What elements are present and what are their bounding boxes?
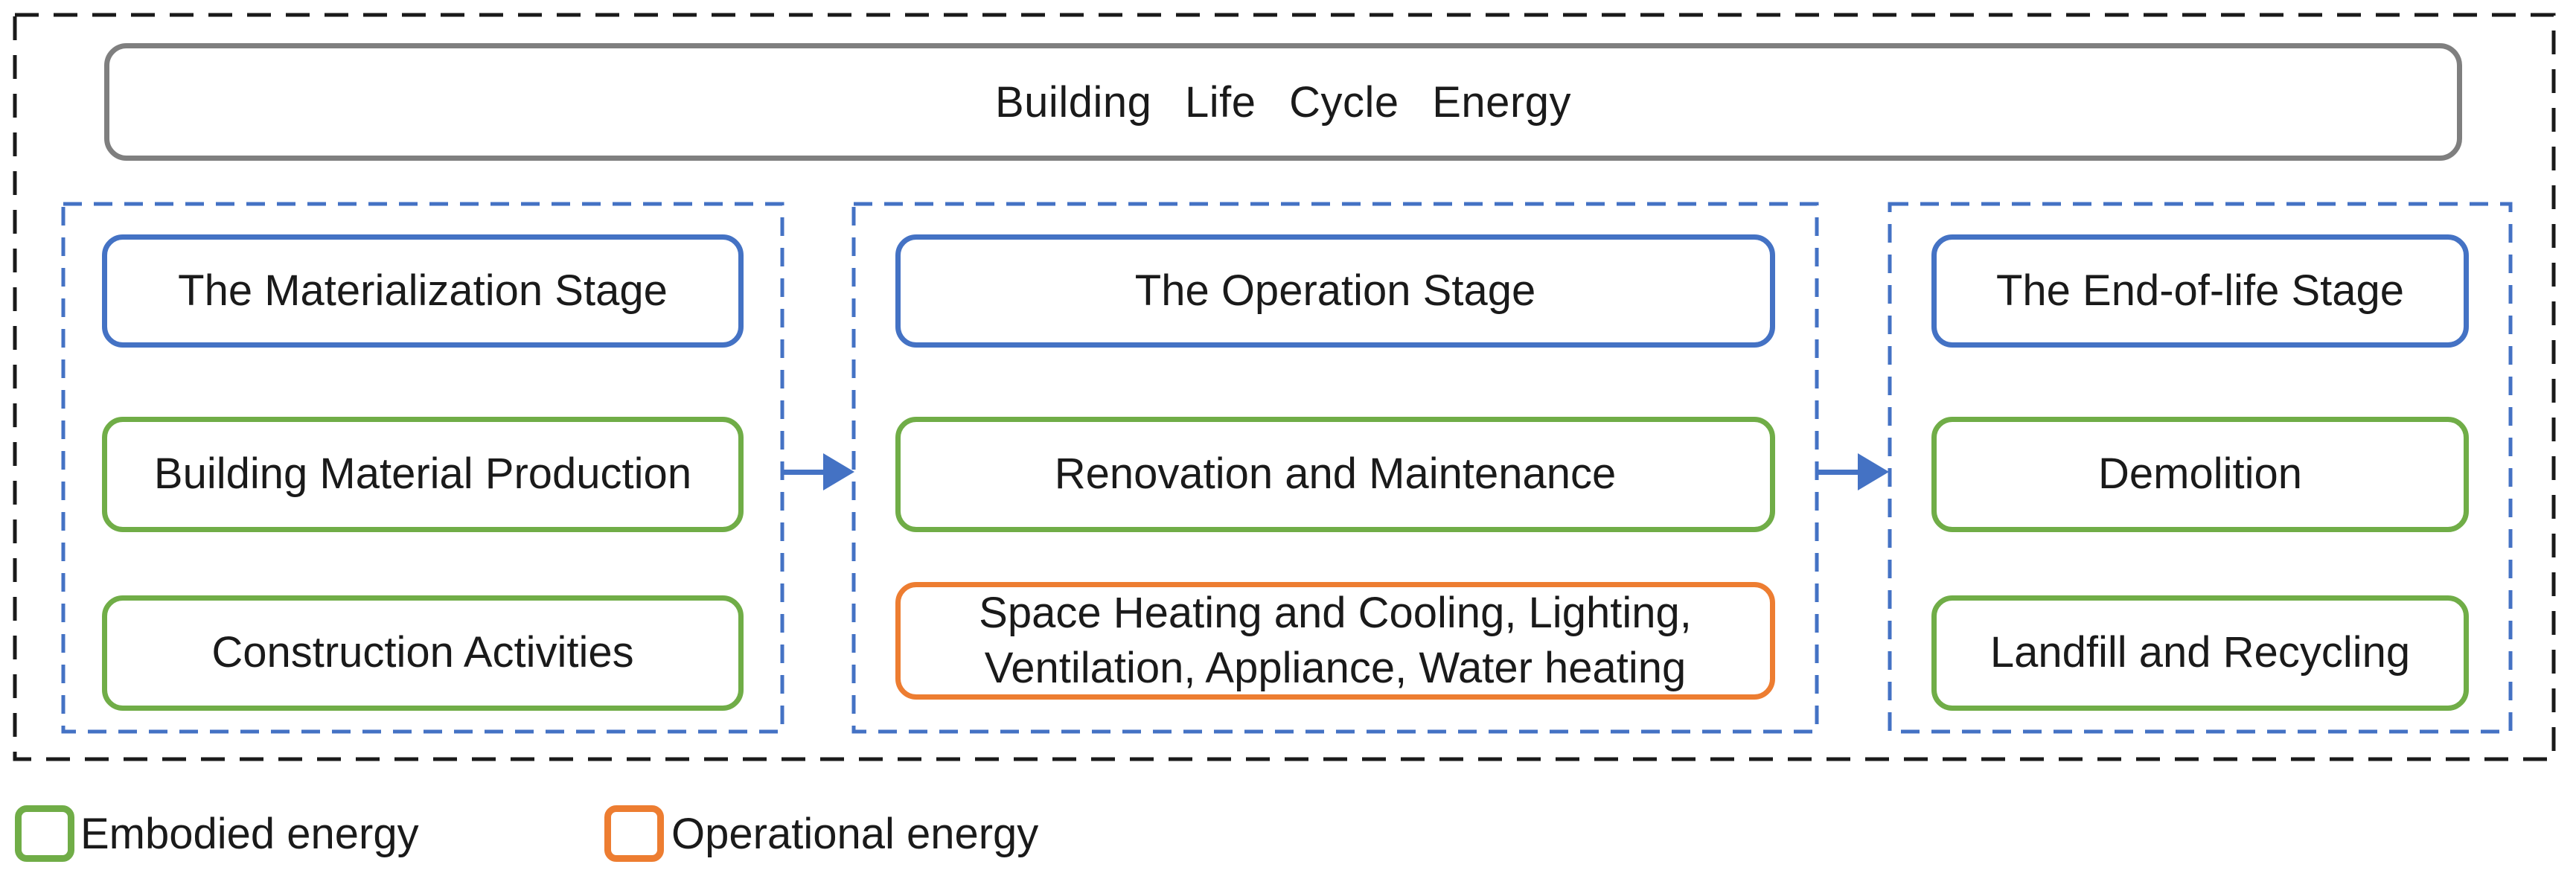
- item-box: Demolition: [1931, 417, 2469, 532]
- legend-swatch-embodied: [15, 805, 74, 862]
- diagram-title-box: Building Life Cycle Energy: [104, 43, 2462, 161]
- item-box: Building Material Production: [102, 417, 744, 532]
- flow-arrow-head-1: [823, 453, 854, 490]
- item-label: Building Material Production: [153, 450, 692, 499]
- stage-group-materialization: The Materialization Stage Building Mater…: [62, 202, 784, 733]
- flow-arrow-head-2: [1858, 453, 1889, 490]
- item-label: Space Heating and Cooling, Lighting, Ven…: [979, 588, 1692, 692]
- stage-group-end-of-life: The End-of-life Stage Demolition Landfil…: [1888, 202, 2512, 733]
- item-label: Construction Activities: [211, 628, 634, 677]
- stage-header-label: The End-of-life Stage: [1995, 266, 2405, 315]
- stage-header-label: The Operation Stage: [1134, 266, 1536, 315]
- item-label: Demolition: [2098, 450, 2302, 499]
- item-label: Renovation and Maintenance: [1054, 450, 1617, 499]
- legend-label-operational: Operational energy: [671, 809, 1039, 858]
- item-box: Renovation and Maintenance: [895, 417, 1775, 532]
- stage-header-box: The Materialization Stage: [102, 234, 744, 348]
- legend-swatch-operational: [604, 805, 664, 862]
- stage-header-box: The Operation Stage: [895, 234, 1775, 348]
- flow-arrow-line-2: [1817, 470, 1859, 475]
- item-label: Landfill and Recycling: [1989, 628, 2411, 677]
- diagram-title: Building Life Cycle Energy: [994, 77, 1572, 127]
- stage-group-frame-materialization: [61, 202, 784, 734]
- flow-arrow-line-1: [782, 470, 824, 475]
- item-box: Construction Activities: [102, 595, 744, 711]
- stage-header-box: The End-of-life Stage: [1931, 234, 2469, 348]
- stage-group-frame-end-of-life: [1888, 202, 2513, 734]
- stage-header-label: The Materialization Stage: [178, 266, 668, 315]
- legend-label-embodied: Embodied energy: [80, 809, 419, 858]
- item-box: Landfill and Recycling: [1931, 595, 2469, 711]
- item-box: Space Heating and Cooling, Lighting, Ven…: [895, 582, 1775, 700]
- stage-group-operation: The Operation Stage Renovation and Maint…: [852, 202, 1818, 733]
- diagram-outer-frame: [13, 13, 2556, 761]
